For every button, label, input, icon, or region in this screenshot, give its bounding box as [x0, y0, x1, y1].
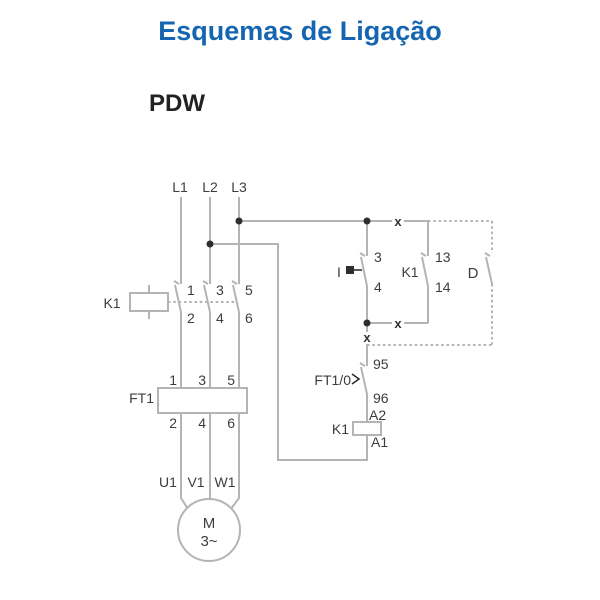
motor-terminal-labels: U1 V1 W1 [159, 474, 236, 490]
junction-dots [206, 217, 371, 327]
overload-nc-contact [359, 362, 368, 395]
connection-x-marks: x x x [363, 214, 402, 345]
k1-symbol-box [129, 292, 169, 312]
phase-label-l3: L3 [231, 179, 247, 195]
ft1-box [157, 387, 248, 414]
remote-contact-label: D [468, 265, 479, 282]
k1-contactor-symbol [129, 285, 237, 319]
k1-pole2-top: 3 [216, 282, 224, 298]
junction-dot-top [363, 217, 371, 225]
start-button-actuator [346, 266, 362, 274]
ft1-label: FT1 [129, 390, 154, 406]
seal-bottom-terminal: 14 [435, 279, 451, 295]
control-wires [210, 220, 493, 461]
phase-label-l1: L1 [172, 179, 188, 195]
start-button-label: I [337, 264, 341, 280]
k1-pole2-bottom: 4 [216, 310, 224, 326]
junction-dot-l2 [206, 240, 214, 248]
start-bottom-terminal: 4 [374, 279, 382, 295]
motor-symbol: M 3~ [177, 498, 241, 562]
ft1-pole1-bottom: 2 [169, 415, 177, 431]
page-title: Esquemas de Ligação [158, 16, 442, 46]
ft1-pole2-bottom: 4 [198, 415, 206, 431]
overload-bottom-terminal: 96 [373, 390, 389, 406]
pushbutton-icon [346, 266, 354, 274]
k1-pole3-top: 5 [245, 282, 253, 298]
ft1-pole3-top: 5 [227, 372, 235, 388]
coil-a1-terminal: A1 [371, 434, 388, 450]
model-name: PDW [149, 90, 205, 117]
x-mark-coil-branch: x [363, 330, 371, 345]
terminal-w1: W1 [215, 474, 236, 490]
motor-label: M [203, 515, 216, 532]
seal-top-terminal: 13 [435, 249, 451, 265]
k1-pole3-contact [231, 280, 240, 313]
coil-a2-terminal: A2 [369, 407, 386, 423]
ft1-pole1-top: 1 [169, 372, 177, 388]
seal-contact-label: K1 [401, 264, 418, 280]
x-mark-top: x [394, 214, 402, 229]
k1-pole1-contact [173, 280, 182, 313]
start-top-terminal: 3 [374, 249, 382, 265]
junction-dot-l3 [235, 217, 243, 225]
ft1-overload-symbol [157, 387, 248, 414]
k1-pole2-contact [202, 280, 211, 313]
coil-label: K1 [332, 421, 349, 437]
start-button-contact [359, 252, 368, 287]
control-labels: I 3 4 K1 13 14 D FT1/0 95 96 K1 A2 A1 [314, 249, 478, 450]
k1-pole3-bottom: 6 [245, 310, 253, 326]
overload-labels: FT1 1 2 3 4 5 6 [129, 372, 235, 431]
overload-contact-label: FT1/0 [314, 372, 351, 388]
remote-contact [484, 252, 493, 285]
seal-contact [420, 252, 429, 287]
junction-dot-mid [363, 319, 371, 327]
x-mark-mid: x [394, 316, 402, 331]
motor-phase-label: 3~ [200, 533, 217, 550]
phase-label-l2: L2 [202, 179, 218, 195]
k1-pole1-bottom: 2 [187, 310, 195, 326]
contactor-labels: K1 1 2 3 4 5 6 [103, 282, 253, 326]
motor-circle [177, 498, 241, 562]
ft1-pole3-bottom: 6 [227, 415, 235, 431]
k1-pole1-top: 1 [187, 282, 195, 298]
terminal-u1: U1 [159, 474, 177, 490]
trip-arrow-icon [351, 373, 361, 385]
k1-contactor-label: K1 [103, 295, 120, 311]
k1-coil-box [352, 421, 382, 436]
terminal-v1: V1 [187, 474, 204, 490]
control-return-line [210, 243, 368, 461]
ft1-pole2-top: 3 [198, 372, 206, 388]
phase-labels: L1 L2 L3 [172, 179, 247, 195]
overload-top-terminal: 95 [373, 356, 389, 372]
